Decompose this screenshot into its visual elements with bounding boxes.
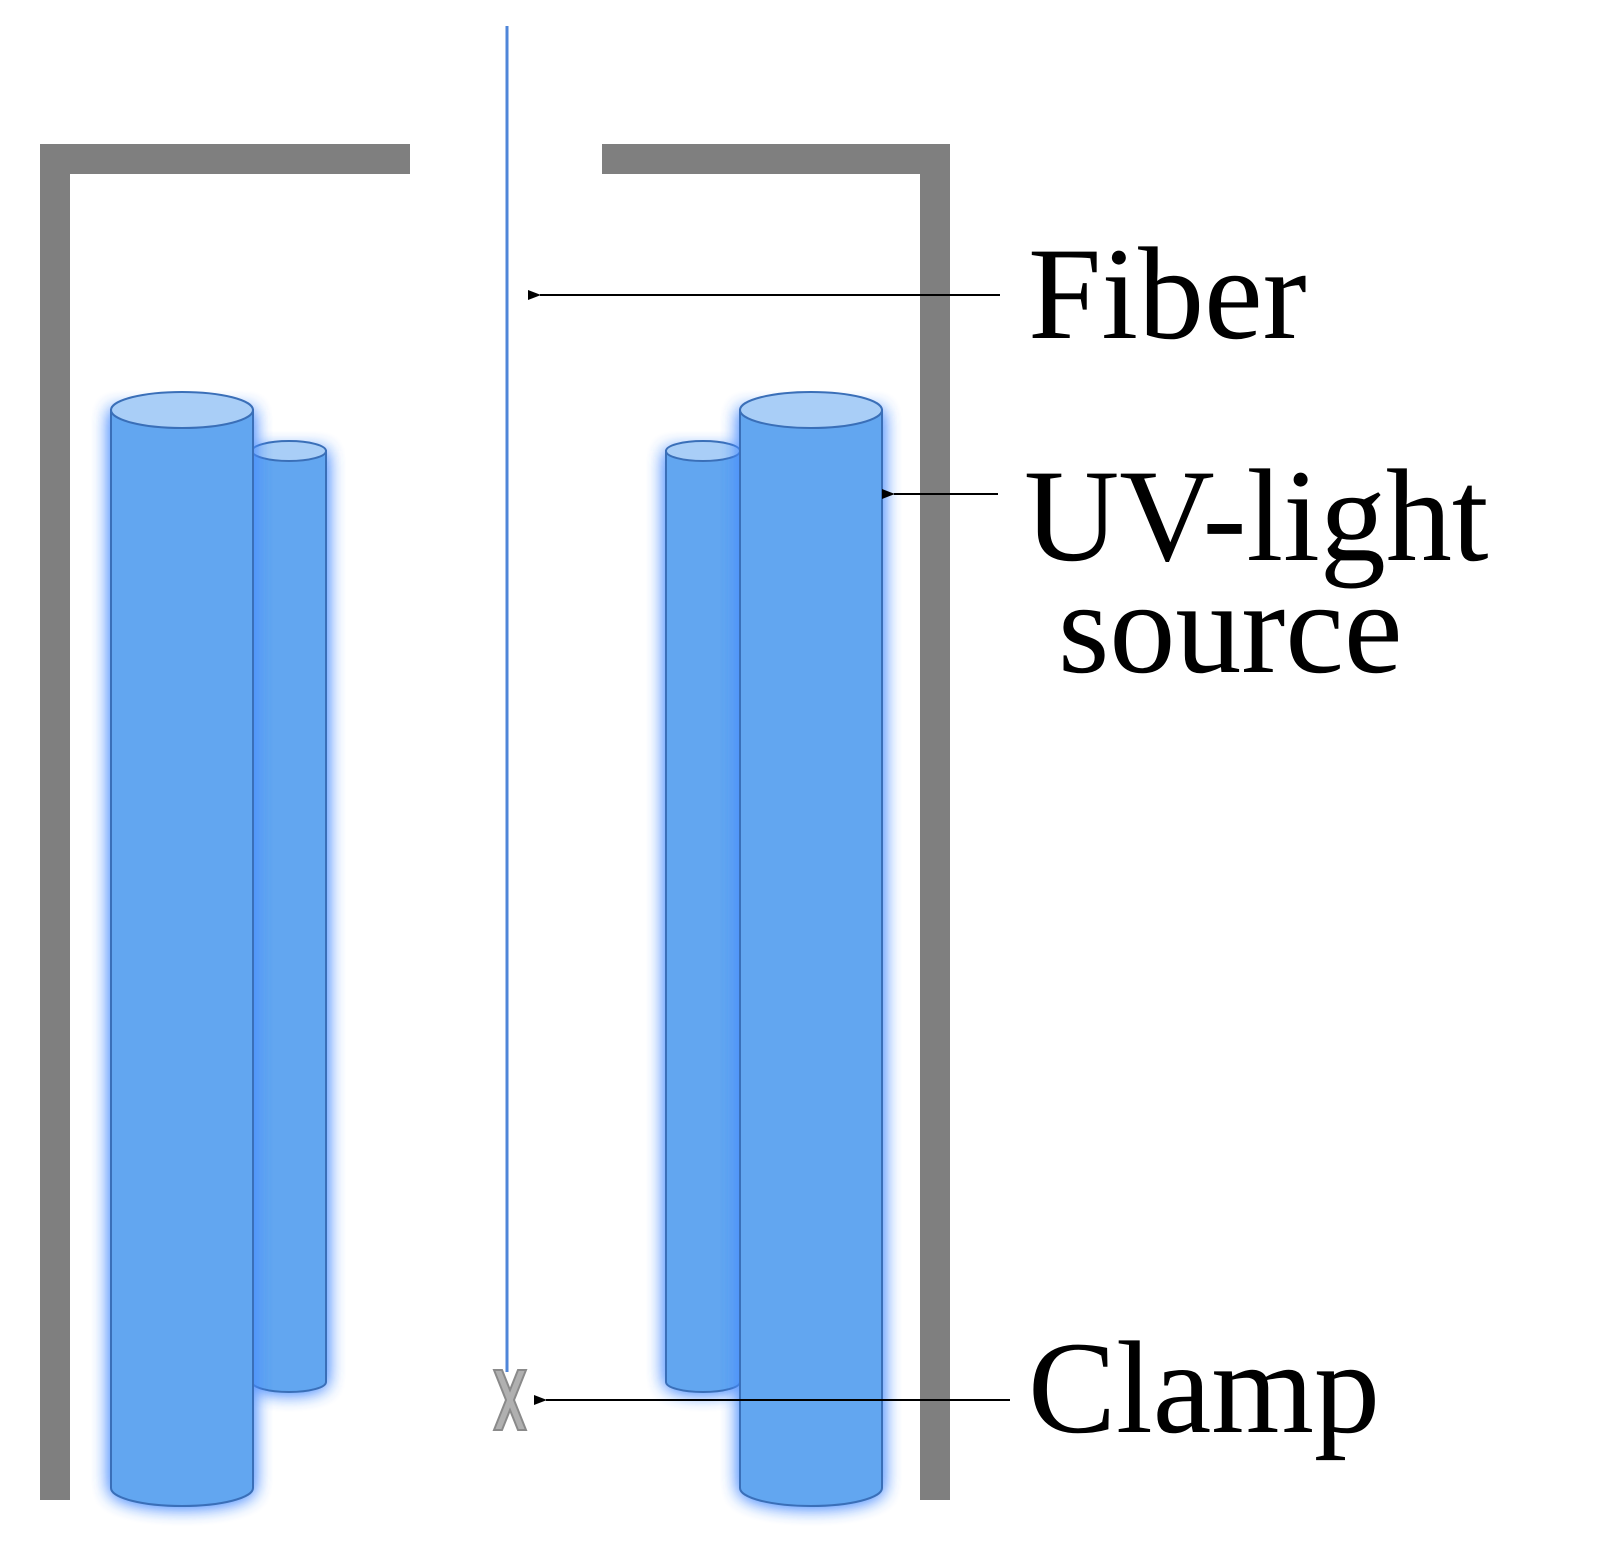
- uv-lamp-left-back: [251, 440, 327, 1393]
- uv-light-source-label-line2: source: [1058, 554, 1403, 701]
- right-uv-lamps: [665, 391, 883, 1507]
- housing-right-wall: [602, 144, 950, 1500]
- clamp-icon: [492, 1369, 528, 1431]
- clamp-label: Clamp: [1028, 1314, 1380, 1461]
- fiber-label: Fiber: [1028, 220, 1307, 367]
- housing-left-wall: [40, 144, 410, 1500]
- uv-lamp-left-front: [110, 391, 254, 1507]
- uv-lamp-right-back: [665, 440, 741, 1393]
- housing: [40, 144, 950, 1500]
- uv-light-source-label: UV-light source: [1024, 442, 1489, 701]
- uv-light-source-label-line1: UV-light: [1024, 442, 1489, 589]
- uv-lamp-right-front: [739, 391, 883, 1507]
- left-uv-lamps: [110, 391, 327, 1507]
